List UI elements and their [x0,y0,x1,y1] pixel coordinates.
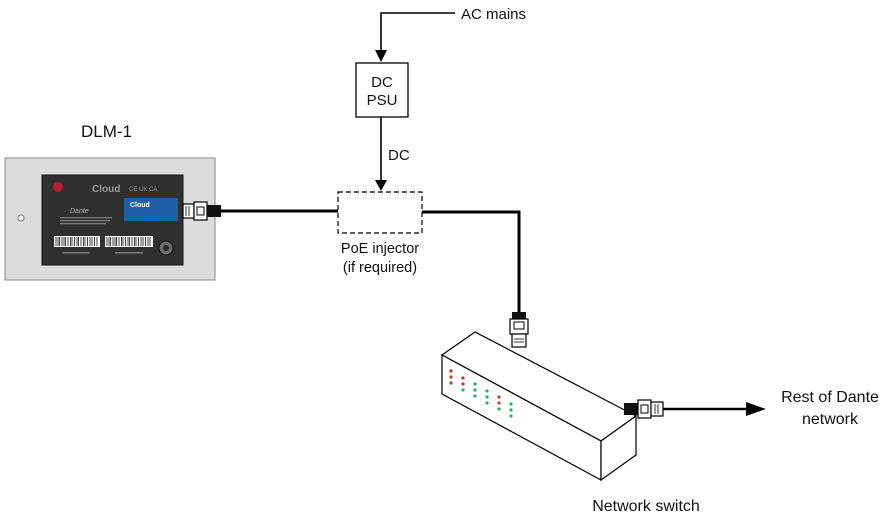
panel-text-line [60,217,112,219]
device-title: DLM-1 [81,122,132,141]
dlm1-device: Cloud CE UK CA Cloud Dante [4,157,216,281]
panel-dante-text: Dante [70,208,89,215]
barcode-left [54,236,100,254]
rj45-plug-device [182,201,221,221]
rest-of-network-line2: network [802,411,859,428]
panel-round-connector-core [163,245,169,251]
switch-port-leds [449,369,513,418]
psu-label-line2: PSU [367,92,398,109]
barcode-right [105,236,153,254]
ac-mains-label: AC mains [461,6,526,23]
psu-label-line1: DC [371,74,393,91]
dc-psu-box [355,62,409,118]
panel-text-line [60,220,110,222]
poe-label-line1: PoE injector [341,241,419,257]
cloud-logo-icon [53,182,63,192]
dc-arrowhead [375,180,387,191]
poe-injector-box [337,191,423,234]
rj45-plug-uplink [624,399,664,419]
panel-brand: Cloud [92,184,120,195]
panel-blue-label [124,198,178,221]
network-switch-label: Network switch [592,498,700,515]
faceplate-screw [17,214,25,222]
ac-mains-line [380,12,455,60]
ac-mains-arrowhead [375,50,387,62]
dc-label: DC [388,147,410,164]
cable-poe-to-switch [422,210,521,312]
poe-label-line2: (if required) [343,260,417,276]
panel-text-line [60,223,106,225]
panel-blue-label-text: Cloud [130,202,150,209]
panel-marks: CE UK CA [129,187,157,193]
rj45-plug-switch [509,312,529,348]
network-switch [440,331,638,482]
uplink-arrowhead [746,402,766,416]
rest-of-network-line1: Rest of Dante [781,389,879,406]
switch-side-face [600,414,637,482]
